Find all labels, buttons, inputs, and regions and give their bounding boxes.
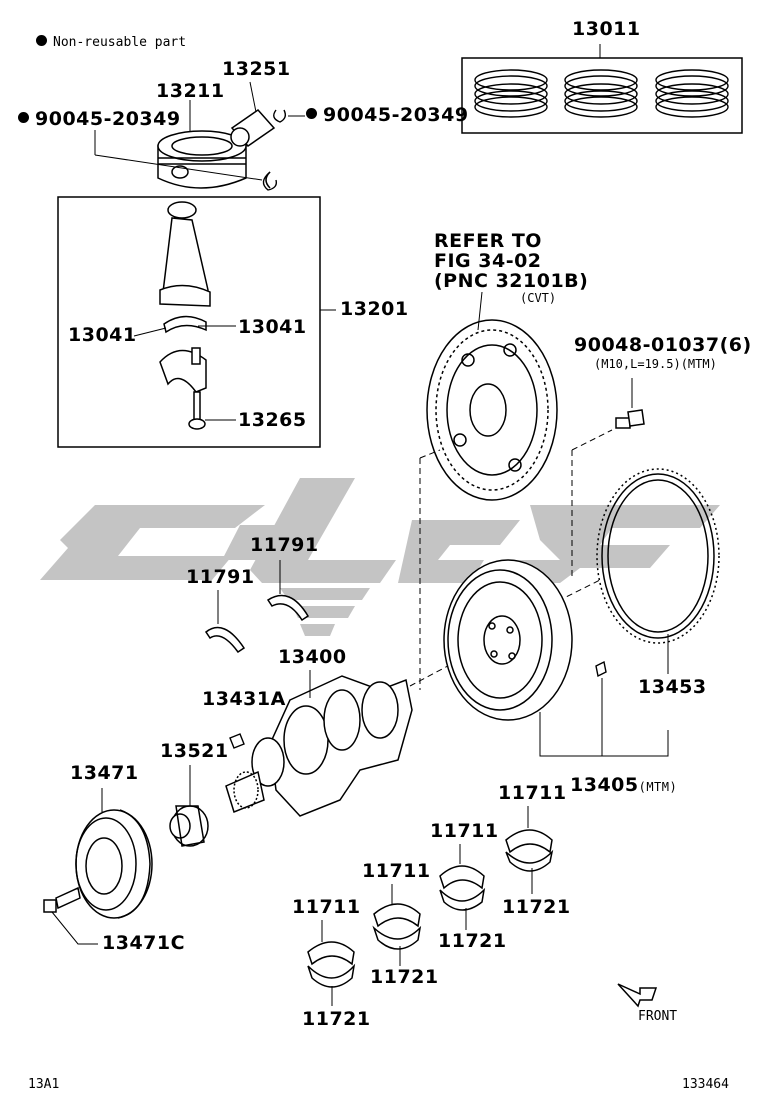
label-11721-1: 11721	[302, 1008, 371, 1030]
label-11791-lower: 11791	[186, 566, 255, 588]
label-13400: 13400	[278, 646, 347, 668]
label-flywheel-bolt: 90048-01037(6)	[574, 334, 752, 356]
refer-line-2: FIG 34-02	[434, 250, 542, 272]
front-arrow-icon	[617, 983, 658, 1008]
label-11711-1: 11711	[292, 896, 361, 918]
snap-ring-left	[262, 171, 278, 191]
label-flywheel-bolt-spec: (M10,L=19.5)(MTM)	[594, 357, 717, 371]
label-snap-ring-right: 90045-20349	[306, 106, 469, 125]
crank-key	[229, 733, 245, 749]
label-13471: 13471	[70, 762, 139, 784]
refer-line-3: (PNC 32101B)	[434, 270, 589, 292]
ring-gear	[596, 468, 720, 644]
label-13431A: 13431A	[202, 688, 286, 710]
thrust-washer-upper	[266, 594, 310, 622]
label-11721-4: 11721	[502, 896, 571, 918]
timing-gear	[169, 805, 209, 847]
label-11721-3: 11721	[438, 930, 507, 952]
snap-ring-left-leader2	[94, 154, 263, 181]
rod-bearing-upper	[163, 315, 207, 334]
rod-bearing-left-leader	[133, 327, 167, 337]
connecting-rod	[159, 201, 211, 307]
label-11711-3: 11711	[430, 820, 499, 842]
label-11711-2: 11711	[362, 860, 431, 882]
label-13011: 13011	[572, 18, 641, 40]
watermark-logo	[40, 478, 720, 636]
pulley-bolt	[43, 886, 81, 913]
non-reusable-dot-icon	[18, 112, 29, 123]
footer-left-code: 13A1	[28, 1077, 60, 1092]
label-13453: 13453	[638, 676, 707, 698]
drive-plate-leader	[477, 291, 483, 331]
non-reusable-dot-icon	[306, 108, 317, 119]
thrust-washer-lower	[204, 626, 246, 654]
piston-ring-box	[461, 57, 743, 134]
label-13211: 13211	[156, 80, 225, 102]
label-13041-right: 13041	[238, 316, 307, 338]
flywheel	[443, 559, 573, 721]
label-13471C: 13471C	[102, 932, 186, 954]
piston-pin-leader	[249, 81, 257, 113]
rod-bolt	[188, 391, 206, 430]
piston-pin	[230, 109, 276, 147]
main-bearing-set-3	[439, 865, 486, 911]
main-bearing-set-1	[307, 941, 356, 988]
footer-right-code: 133464	[682, 1077, 729, 1092]
piston-ring-set	[474, 69, 729, 118]
refer-cvt: (CVT)	[520, 291, 557, 305]
label-11721-2: 11721	[370, 966, 439, 988]
label-13201: 13201	[340, 298, 409, 320]
label-snap-ring-left: 90045-20349	[18, 110, 181, 129]
label-13265: 13265	[238, 409, 307, 431]
connecting-rod-box	[57, 196, 321, 448]
snap-ring-right	[273, 109, 287, 123]
piston	[157, 130, 271, 189]
front-label: FRONT	[638, 1009, 678, 1024]
non-reusable-dot-icon	[36, 35, 47, 46]
front-bracket	[602, 730, 669, 757]
main-bearing-set-2	[372, 903, 422, 950]
flywheel-bolt	[615, 409, 645, 429]
label-13041-left: 13041	[68, 324, 137, 346]
label-13521: 13521	[160, 740, 229, 762]
crankshaft	[225, 675, 413, 817]
label-13251: 13251	[222, 58, 291, 80]
label-11791-upper: 11791	[250, 534, 319, 556]
label-13405: 13405(MTM)	[570, 774, 678, 796]
non-reusable-legend: Non-reusable part	[36, 35, 186, 49]
label-11711-4: 11711	[498, 782, 567, 804]
drive-plate	[426, 319, 558, 501]
rod-cap	[159, 347, 207, 393]
flywheel-pin-leader	[539, 678, 603, 757]
crank-pulley	[75, 809, 153, 919]
refer-line-1: REFER TO	[434, 230, 542, 252]
main-bearing-set-4	[505, 829, 554, 872]
flywheel-pin	[595, 660, 607, 678]
pulley-bolt-leader	[51, 911, 98, 945]
